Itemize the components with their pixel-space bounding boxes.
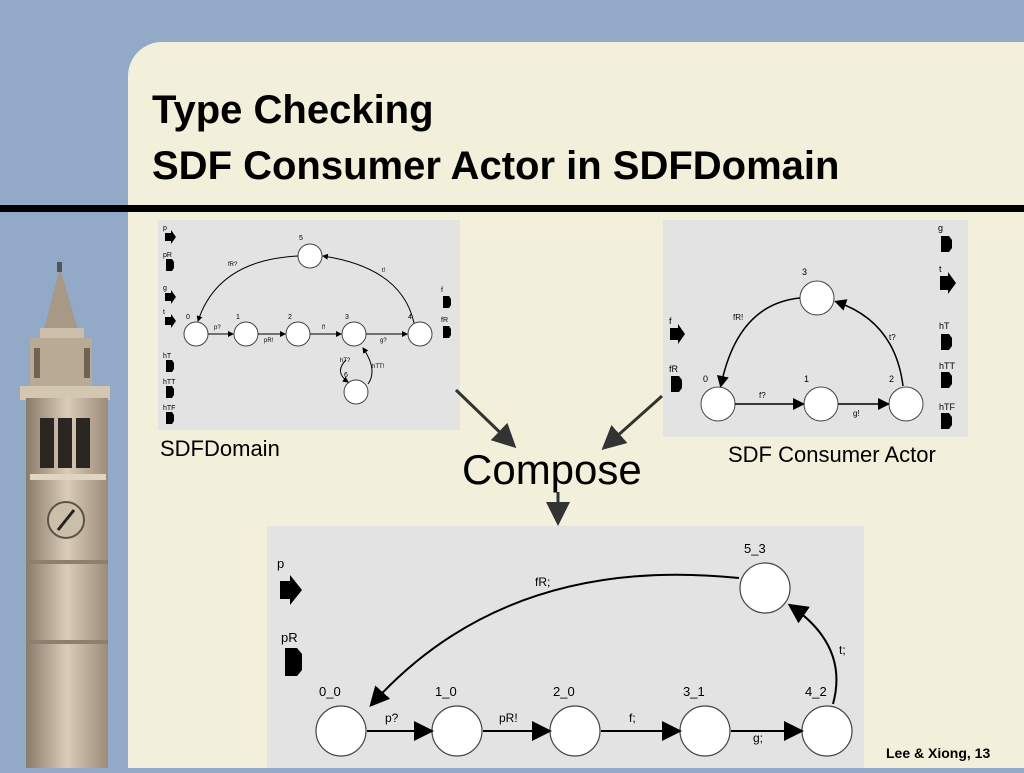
port-flag-icon bbox=[941, 334, 952, 350]
port-label: pR bbox=[281, 630, 298, 645]
state-node bbox=[315, 705, 367, 757]
state-label: 4 bbox=[408, 314, 412, 321]
state-node bbox=[407, 321, 433, 347]
transition-label: g! bbox=[853, 409, 860, 418]
port-label: g bbox=[938, 223, 943, 233]
campanile-tower-image bbox=[20, 262, 110, 768]
state-node bbox=[739, 562, 791, 614]
consumer-actor-diagram: f fR g t hT hTT hTF 0 1 2 3 bbox=[663, 220, 968, 437]
port-arrow-icon bbox=[165, 230, 176, 244]
consumer-actor-caption: SDF Consumer Actor bbox=[728, 442, 936, 467]
transition-label: p? bbox=[385, 711, 399, 725]
state-label: 6 bbox=[344, 372, 348, 379]
transition-label: hTT! bbox=[372, 364, 385, 370]
port-flag-icon bbox=[443, 326, 451, 338]
port-flag-icon bbox=[671, 376, 682, 392]
port-arrow-icon bbox=[670, 324, 685, 344]
port-label: pR bbox=[163, 252, 172, 259]
port-label: p bbox=[163, 225, 167, 232]
transition-label: pR! bbox=[264, 338, 274, 344]
sdf-domain-diagram: p pR g t hT hTT hTF f fR bbox=[158, 220, 460, 430]
compose-label: Compose bbox=[462, 446, 642, 493]
state-node bbox=[343, 379, 369, 405]
port-label: t bbox=[163, 309, 165, 316]
port-label: hT bbox=[939, 321, 950, 331]
transition-label: t! bbox=[382, 268, 386, 274]
port-arrow-icon bbox=[940, 272, 956, 294]
transition-label: g? bbox=[380, 338, 387, 344]
port-label: hTT bbox=[939, 361, 956, 371]
arrow-into-compose bbox=[601, 394, 663, 450]
port-label: f bbox=[669, 316, 672, 326]
sdf-domain-caption: SDFDomain bbox=[160, 436, 280, 461]
transition-label: t? bbox=[889, 333, 896, 342]
port-label: hT bbox=[163, 353, 172, 360]
state-label: 0 bbox=[186, 314, 190, 321]
port-label: hTF bbox=[163, 405, 175, 412]
state-label: 2 bbox=[288, 314, 292, 321]
composed-diagram: p pR 0_0 1_0 2_0 3_1 4_2 5_3 bbox=[267, 526, 864, 768]
state-label: 1_0 bbox=[435, 684, 457, 699]
title-divider bbox=[0, 205, 1024, 212]
state-label: 2_0 bbox=[553, 684, 575, 699]
port-arrow-icon bbox=[165, 314, 176, 328]
port-flag-icon bbox=[166, 259, 174, 271]
transition-label: f; bbox=[629, 711, 636, 725]
transition-label: hT? bbox=[340, 358, 351, 364]
port-arrow-icon bbox=[165, 290, 176, 304]
transition-label: f? bbox=[759, 391, 766, 400]
state-label: 3 bbox=[345, 314, 349, 321]
state-label: 4_2 bbox=[805, 684, 827, 699]
page-title: Type Checking bbox=[152, 88, 434, 132]
transition-label: f! bbox=[322, 325, 326, 331]
port-label: t bbox=[939, 264, 942, 274]
port-flag-icon bbox=[443, 296, 451, 308]
port-arrow-icon bbox=[280, 575, 302, 605]
page-subtitle: SDF Consumer Actor in SDFDomain bbox=[152, 144, 840, 188]
slide-footer: Lee & Xiong, 13 bbox=[886, 745, 991, 761]
port-flag-icon bbox=[166, 360, 174, 372]
port-flag-icon bbox=[941, 236, 952, 252]
port-label: fR bbox=[441, 317, 448, 324]
transition-label: pR! bbox=[499, 711, 518, 725]
port-flag-icon bbox=[166, 386, 174, 398]
state-label: 1 bbox=[804, 374, 809, 384]
port-flag-icon bbox=[941, 372, 952, 388]
transition-label: fR; bbox=[535, 575, 550, 589]
state-label: 5 bbox=[299, 235, 303, 242]
port-label: hTT bbox=[163, 379, 176, 386]
port-label: f bbox=[441, 287, 443, 294]
arrow-into-compose bbox=[454, 388, 517, 449]
transition-label: p? bbox=[214, 325, 221, 331]
port-label: fR bbox=[669, 364, 679, 374]
transition-label: fR? bbox=[228, 262, 238, 268]
state-label: 2 bbox=[889, 374, 894, 384]
state-label: 0_0 bbox=[319, 684, 341, 699]
transition-label: g; bbox=[753, 731, 763, 745]
port-flag-icon bbox=[285, 648, 302, 676]
port-label: p bbox=[277, 556, 284, 571]
transition-label: fR! bbox=[733, 313, 743, 322]
state-label: 3_1 bbox=[683, 684, 705, 699]
port-label: hTF bbox=[939, 402, 956, 412]
port-flag-icon bbox=[166, 412, 174, 424]
state-label: 3 bbox=[802, 267, 807, 277]
state-label: 1 bbox=[236, 314, 240, 321]
state-label: 0 bbox=[703, 374, 708, 384]
transition-label: t; bbox=[839, 643, 846, 657]
port-label: g bbox=[163, 285, 167, 292]
port-flag-icon bbox=[941, 413, 952, 429]
state-label: 5_3 bbox=[744, 541, 766, 556]
